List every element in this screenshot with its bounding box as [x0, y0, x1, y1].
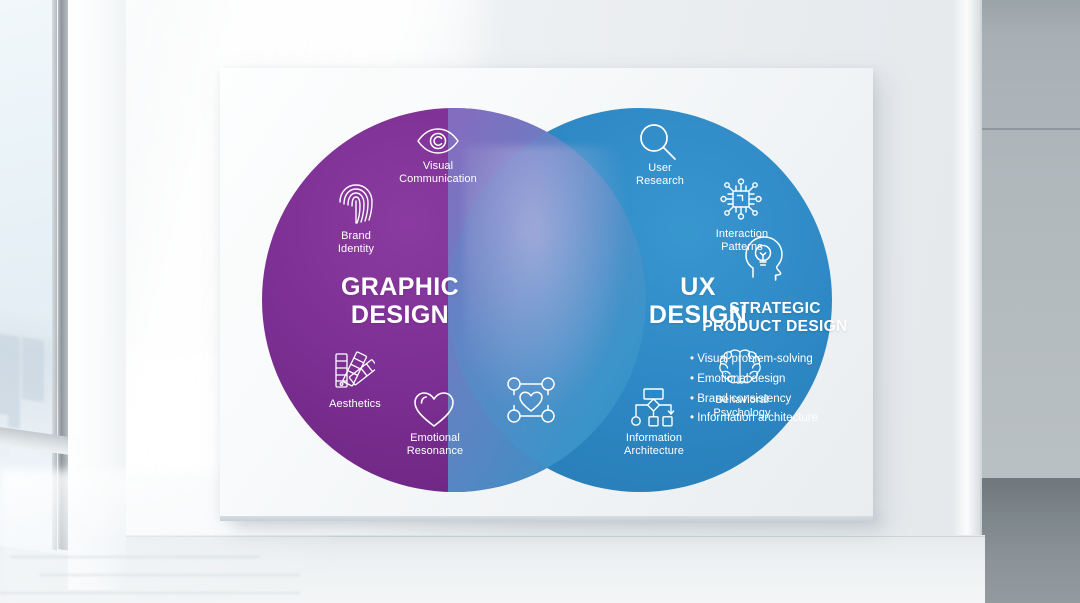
fingerprint-icon — [337, 182, 375, 226]
intersection-bullet-list: Visual problem-solving Emotional design … — [690, 350, 880, 429]
wall-corner-edge — [952, 0, 982, 603]
brain-icon — [717, 347, 763, 391]
label-aesthetics: Aesthetics — [329, 398, 381, 410]
list-item: Information architecture — [690, 409, 880, 429]
head-lightbulb-icon — [744, 234, 794, 284]
right-room-floor — [980, 478, 1080, 603]
eye-icon — [416, 126, 460, 156]
label-interaction-patterns: Interaction Patterns — [715, 228, 769, 253]
label-emotional-resonance: Emotional Resonance — [406, 432, 464, 457]
label-visual-communication: Visual Communication — [399, 160, 477, 185]
floor-streak — [0, 592, 300, 594]
intersection-title: STRATEGIC PRODUCT DESIGN — [702, 300, 848, 336]
heart-icon — [412, 390, 456, 430]
venn-diagram-poster[interactable]: Visual Communication Brand Identity GRAP… — [220, 68, 873, 521]
magnifier-icon — [638, 122, 678, 162]
right-wall-seam — [980, 128, 1080, 130]
list-item: Brand consistency — [690, 390, 880, 410]
sitemap-icon — [630, 386, 678, 430]
microchip-icon — [718, 176, 764, 222]
graphic-design-title: GRAPHIC DESIGN — [340, 273, 460, 329]
label-brand-identity: Brand Identity — [337, 230, 375, 255]
connected-heart-icon — [505, 375, 557, 425]
label-behavioral-psychology: Behavioral Psychology — [713, 394, 771, 419]
venn-diagram: Visual Communication Brand Identity GRAP… — [220, 68, 873, 516]
floor-wall-joint — [0, 536, 985, 537]
building-shape — [22, 337, 44, 403]
label-user-research: User Research — [636, 162, 684, 187]
floor-streak — [10, 556, 260, 558]
ux-design-title: UX DESIGN — [648, 273, 748, 329]
window-mullion-inner — [52, 0, 57, 551]
label-information-architecture: Information Architecture — [624, 432, 684, 457]
color-swatch-icon — [333, 350, 375, 392]
floor-streak — [40, 574, 300, 576]
list-item: Emotional design — [690, 370, 880, 390]
